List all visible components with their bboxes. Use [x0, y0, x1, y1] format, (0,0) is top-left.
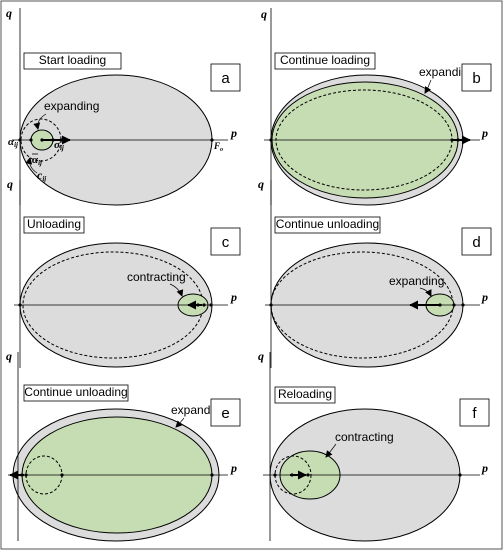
- panel-letter: a: [221, 70, 230, 87]
- annotation-text: expanding: [44, 99, 99, 113]
- annotation-text: expanding: [419, 65, 474, 79]
- f-o-label: Fo: [213, 141, 223, 153]
- panel-title: Continue loading: [280, 53, 370, 67]
- q-axis-label: q: [261, 7, 267, 21]
- q-axis-label: q: [7, 177, 13, 191]
- q-axis-label: q: [258, 177, 264, 191]
- panel-letter-box: [461, 227, 492, 256]
- panel-title: Reloading: [278, 387, 332, 401]
- panel-title-box: [274, 386, 336, 404]
- panel-letter-box: [459, 398, 490, 427]
- panel-e: q p expanding Continue unloading e: [6, 349, 241, 542]
- annotation-text: expanding: [389, 274, 444, 288]
- p-axis-label: p: [230, 461, 237, 475]
- panel-d: q p expanding Continue unloading d: [258, 177, 492, 368]
- annotation-text: contracting: [127, 270, 186, 284]
- panel-letter: d: [472, 234, 480, 251]
- panel-a: q p αij αij σij cij Fo expanding Start l…: [6, 6, 241, 206]
- alpha-bar-ij-label: αij: [32, 154, 42, 167]
- panel-title-box: [23, 216, 85, 234]
- p-axis-label: p: [230, 290, 237, 304]
- p-axis-label: p: [481, 126, 488, 140]
- panel-title-box: [274, 216, 381, 234]
- panel-title: Start loading: [39, 53, 106, 67]
- p-axis-label: p: [481, 290, 488, 304]
- panel-title: Continue unloading: [276, 217, 379, 231]
- alpha-ij-label: αij: [8, 136, 18, 149]
- panel-title-box: [23, 384, 129, 402]
- panel-letter-box: [461, 63, 492, 92]
- panel-letter: b: [472, 70, 480, 87]
- q-axis-label: q: [6, 6, 12, 20]
- annotation-text: contracting: [335, 430, 394, 444]
- panel-title: Continue unloading: [24, 385, 127, 399]
- panel-letter-box: [210, 227, 241, 256]
- p-axis-label: p: [230, 126, 237, 140]
- panel-title-box: [274, 52, 376, 70]
- panel-letter-box: [210, 63, 241, 92]
- q-axis-label: q: [258, 349, 264, 363]
- panel-letter: e: [221, 405, 229, 422]
- panel-letter: c: [222, 234, 230, 251]
- panel-c: q p contracting Unloading c: [7, 177, 241, 368]
- q-axis-label: q: [6, 349, 12, 363]
- p-axis-label: p: [481, 461, 488, 475]
- panel-b: q p expanding Continue loading b: [261, 7, 492, 206]
- panel-f: q p contracting Reloading f: [258, 349, 490, 542]
- panel-title: Unloading: [27, 217, 81, 231]
- c-ij-label: cij: [37, 168, 46, 183]
- panel-title-box: [23, 52, 122, 70]
- panel-letter-box: [210, 398, 241, 427]
- panel-letter: f: [472, 405, 477, 422]
- sigma-ij-label: σij: [54, 139, 64, 152]
